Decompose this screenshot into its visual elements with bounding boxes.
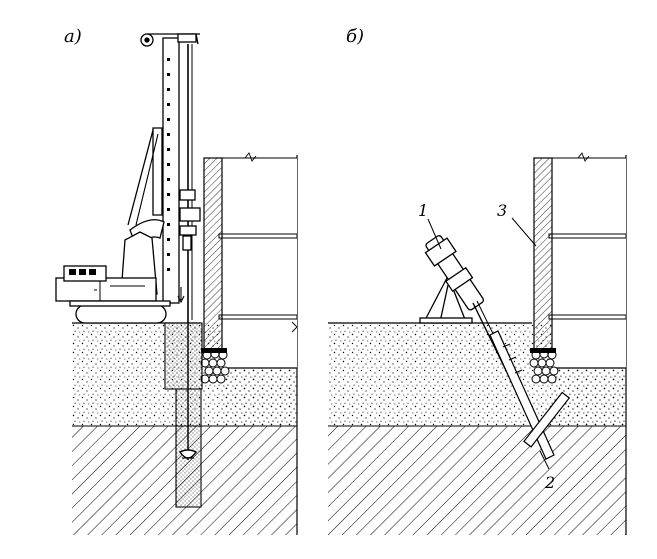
anchor-rod <box>489 330 571 460</box>
callout-3-leader <box>511 217 537 247</box>
panel-a-excavation <box>218 152 298 426</box>
panel-a: а) <box>55 26 298 535</box>
rig-mast <box>162 37 180 304</box>
panel-a-label: а) <box>64 26 82 47</box>
panel-b-retaining-wall <box>529 157 559 384</box>
panel-b-label: б) <box>346 26 364 47</box>
panel-a-borehole <box>164 322 203 508</box>
panel-b-clay-layer <box>328 426 626 535</box>
rig-crawler-track <box>75 304 167 324</box>
panel-a-retaining-wall <box>200 157 230 384</box>
callout-3: 3 <box>497 201 507 220</box>
callout-1-leader <box>427 218 442 250</box>
callout-2: 2 <box>544 473 555 492</box>
drilling-rig <box>55 33 201 324</box>
callouts: 1 3 2 <box>418 201 555 492</box>
callout-1: 1 <box>418 201 428 220</box>
panel-b: б) <box>328 26 627 535</box>
panel-b-excavation <box>548 152 627 426</box>
callout-2-leader <box>539 450 550 470</box>
